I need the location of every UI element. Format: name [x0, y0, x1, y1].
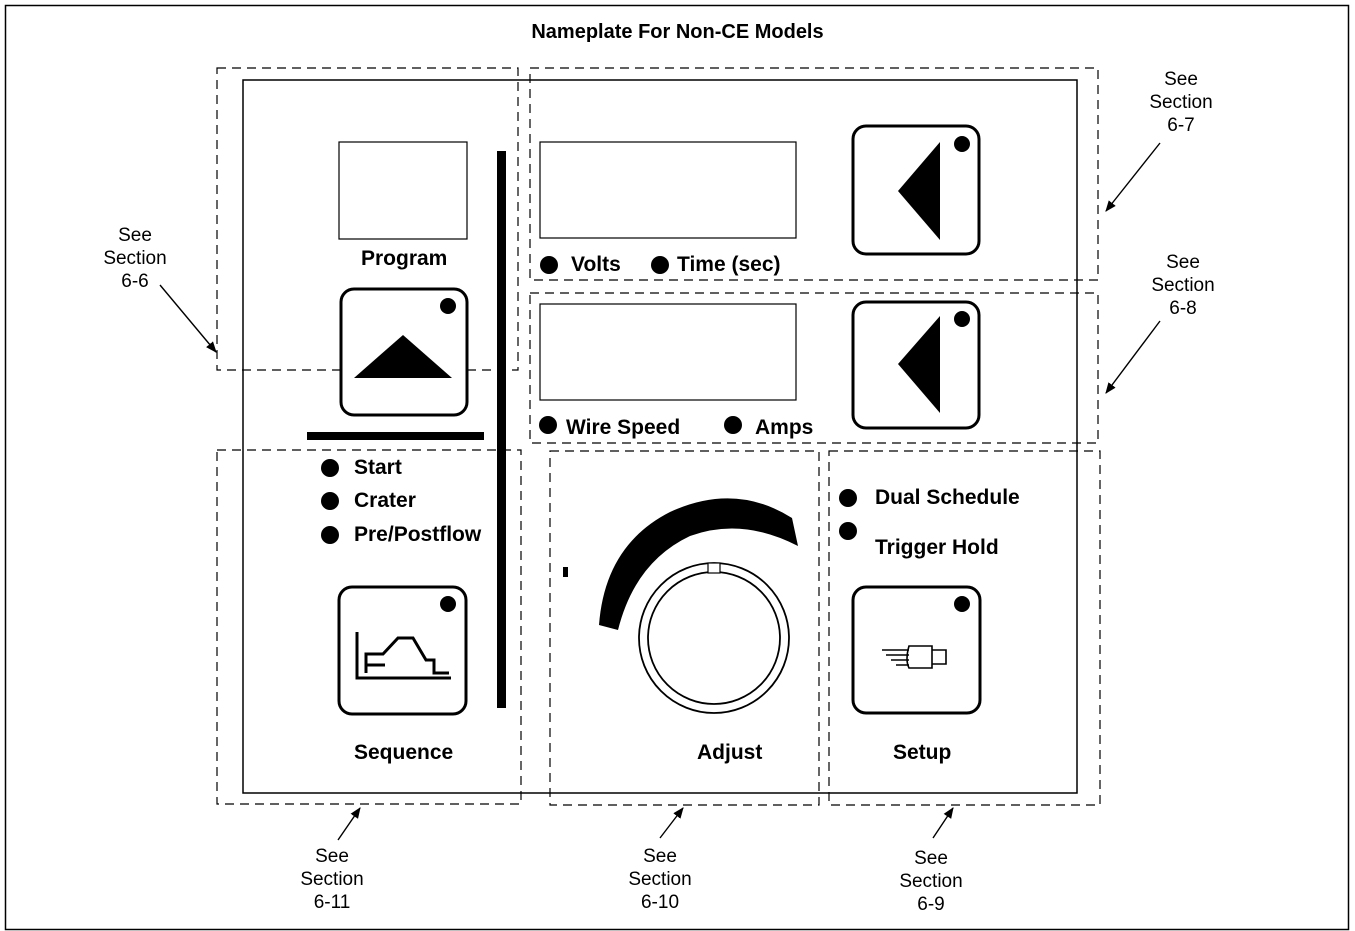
section-6-11-box: [216, 449, 522, 805]
sequence-graph-icon: [355, 632, 451, 680]
leader-6-10: [659, 807, 684, 839]
callout-section-6-9: See Section 6-9: [883, 847, 979, 916]
program-label: Program: [361, 247, 448, 270]
callout-line: See: [118, 225, 152, 246]
crater-indicator-led: [321, 492, 339, 510]
time-indicator-led: [651, 256, 669, 274]
callout-section-6-11: See Section 6-11: [284, 845, 380, 914]
volts-indicator-led: [540, 256, 558, 274]
callout-line: 6-6: [121, 271, 149, 292]
callout-section-6-10: See Section 6-10: [612, 845, 708, 914]
callout-section-6-8: See Section 6-8: [1135, 251, 1231, 320]
setup-button[interactable]: [851, 585, 982, 715]
leader-6-7: [1105, 142, 1161, 212]
triangle-up-icon: [354, 335, 452, 378]
wire-speed-indicator-led: [539, 416, 557, 434]
trigger-hold-indicator-label: Trigger Hold: [875, 536, 999, 559]
callout-line: 6-8: [1169, 298, 1197, 319]
callout-line: Section: [103, 248, 167, 269]
sequence-button[interactable]: [337, 585, 468, 716]
triangle-left-icon: [898, 142, 940, 240]
diagram-title: Nameplate For Non-CE Models: [531, 21, 824, 43]
start-indicator-label: Start: [354, 456, 402, 479]
callout-line: See: [315, 846, 349, 867]
wire-speed-indicator-label: Wire Speed: [566, 416, 681, 439]
volts-time-adjust-button[interactable]: [851, 124, 981, 256]
trigger-hold-indicator-led: [839, 522, 857, 540]
amps-indicator-led: [724, 416, 742, 434]
callout-line: 6-11: [313, 892, 351, 913]
adjust-knob[interactable]: [638, 562, 790, 714]
section-6-9-box: [828, 450, 1101, 806]
triangle-left-icon: [898, 316, 940, 413]
prepostflow-indicator-label: Pre/Postflow: [354, 523, 482, 546]
callout-line: See: [1166, 252, 1200, 273]
top-display-window: [539, 141, 797, 239]
callout-line: See: [643, 846, 677, 867]
start-indicator-led: [321, 459, 339, 477]
page-frame: [4, 4, 1350, 931]
volts-indicator-label: Volts: [571, 253, 621, 276]
vertical-divider-bar: [497, 151, 506, 708]
sequence-label: Sequence: [354, 741, 454, 764]
wire-speed-amps-adjust-button[interactable]: [851, 300, 981, 430]
amps-indicator-label: Amps: [755, 416, 814, 439]
callout-line: Section: [1149, 92, 1213, 113]
leader-6-6: [159, 284, 217, 353]
callout-line: 6-10: [640, 892, 680, 913]
setup-label: Setup: [893, 741, 952, 764]
section-6-10-box: [549, 450, 820, 806]
callout-line: Section: [1151, 275, 1215, 296]
leader-6-11: [337, 807, 361, 841]
program-display-window: [338, 141, 468, 240]
callout-line: 6-9: [917, 894, 945, 915]
adjust-label: Adjust: [697, 741, 763, 764]
bottom-display-window: [539, 303, 797, 401]
time-indicator-label: Time (sec): [677, 253, 781, 276]
pointing-hand-icon: [882, 645, 947, 669]
program-button[interactable]: [339, 287, 469, 417]
panel-outline: [242, 79, 1078, 794]
adjust-arc: [599, 498, 798, 630]
callout-line: 6-7: [1167, 115, 1195, 136]
dual-schedule-indicator-label: Dual Schedule: [875, 486, 1020, 509]
callout-line: See: [914, 848, 948, 869]
callout-line: Section: [300, 869, 364, 890]
crater-indicator-label: Crater: [354, 489, 416, 512]
prepostflow-indicator-led: [321, 526, 339, 544]
callout-section-6-6: See Section 6-6: [90, 224, 180, 293]
horizontal-divider-bar: [307, 432, 484, 440]
callout-line: See: [1164, 69, 1198, 90]
leader-6-8: [1105, 320, 1161, 394]
section-6-7-box: [529, 67, 1099, 281]
callout-line: Section: [899, 871, 963, 892]
callout-section-6-7: See Section 6-7: [1133, 68, 1229, 137]
dual-schedule-indicator-led: [839, 489, 857, 507]
adjust-tick-mark: [563, 567, 568, 577]
leader-6-9: [932, 807, 954, 839]
callout-line: Section: [628, 869, 692, 890]
